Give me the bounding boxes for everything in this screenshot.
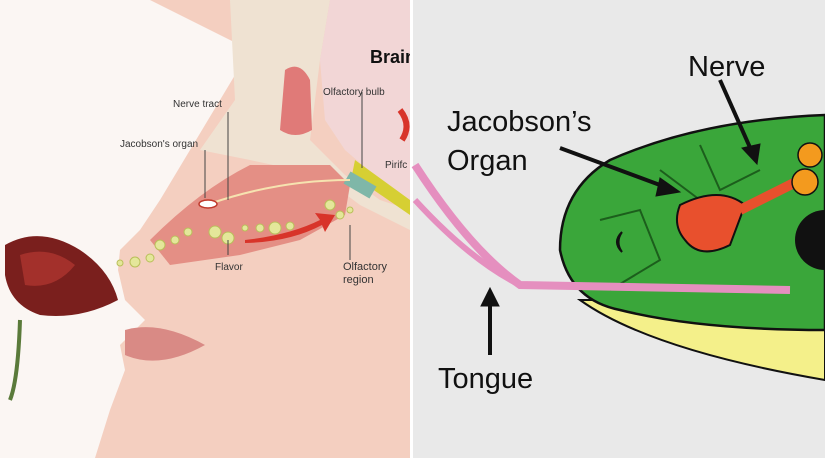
jacobsons-organ-label: Jacobson's organ (120, 139, 198, 150)
snake-head-illustration (411, 0, 825, 458)
jacobsons-organ-label-line1: Jacobson’s (447, 106, 592, 138)
flavor-label: Flavor (215, 262, 243, 273)
brain-label: Brain (370, 47, 416, 67)
olfactory-bulb-label: Olfactory bulb (323, 87, 385, 98)
olfactory-region-label-line2: region (343, 274, 374, 286)
human-nose-illustration (0, 0, 410, 458)
nerve-label: Nerve (688, 51, 765, 83)
piriform-label: Pirifc (385, 160, 407, 171)
jacobsons-organ-label-line2: Organ (447, 145, 528, 177)
nerve-tract-label: Nerve tract (173, 99, 222, 110)
tongue-label: Tongue (438, 363, 533, 395)
panel-divider (410, 0, 413, 458)
olfactory-region-label-line1: Olfactory (343, 261, 388, 273)
